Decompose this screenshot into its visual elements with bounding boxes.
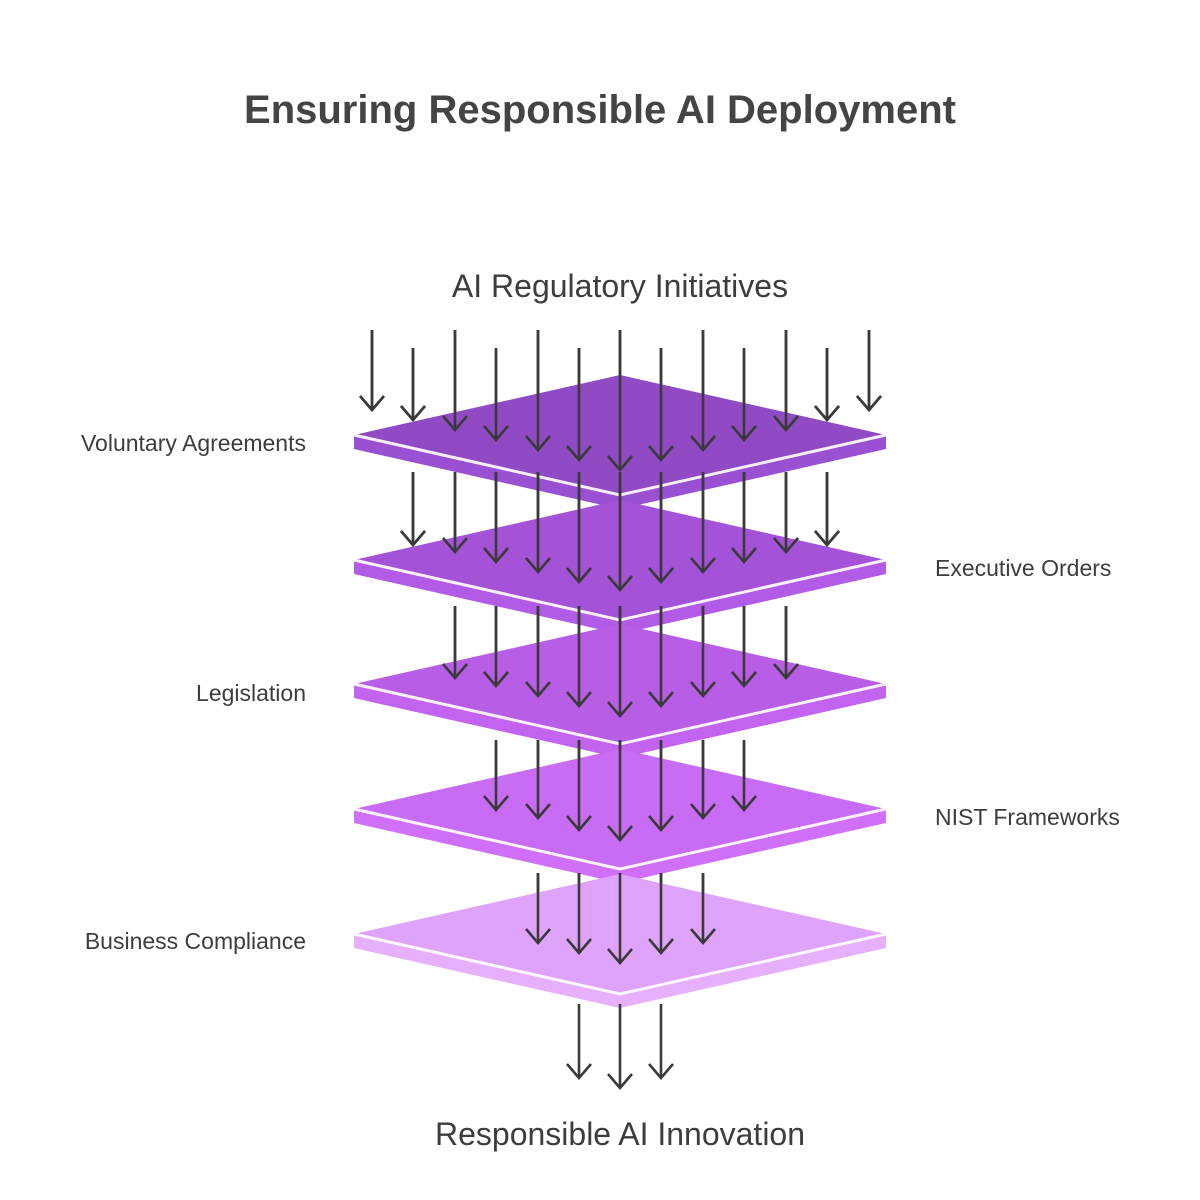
plate-side-left-business-compliance [354, 934, 620, 1008]
plate-side-right-nist-frameworks [620, 809, 886, 883]
arrow-over-4-0 [525, 873, 551, 945]
arrow-over-2-0 [442, 606, 468, 680]
arrow-over-0-8 [690, 330, 716, 452]
plate-side-right-business-compliance [620, 934, 886, 1008]
arrow-over-0-11 [814, 348, 840, 422]
arrow-over-0-2 [442, 330, 468, 432]
plate-side-left-executive-orders [354, 560, 620, 634]
arrow-over-0-9 [731, 348, 757, 442]
input-label: AI Regulatory Initiatives [451, 268, 789, 304]
arrow-over-4-3 [648, 873, 674, 955]
layer-label-business-compliance: Business Compliance [84, 928, 306, 954]
layer-label-executive-orders: Executive Orders [935, 555, 1112, 581]
arrow-over-1-1 [442, 472, 468, 554]
arrow-over-0-12 [856, 330, 882, 412]
plate-side-left-voluntary-agreements [354, 435, 620, 509]
arrow-over-1-3 [525, 472, 551, 574]
layer-label-nist-frameworks: NIST Frameworks [935, 804, 1120, 830]
arrow-over-0-6 [607, 330, 633, 472]
arrow-over-3-2 [566, 740, 592, 832]
arrow-over-1-6 [648, 472, 674, 584]
arrow-over-0-4 [525, 330, 551, 452]
plate-edge-nist-frameworks [353, 807, 887, 871]
arrow-over-2-5 [648, 606, 674, 708]
arrow-over-1-0 [400, 472, 426, 547]
plate-side-right-legislation [620, 684, 886, 758]
arrow-over-3-4 [648, 740, 674, 832]
arrow-over-0-7 [648, 348, 674, 462]
arrow-over-1-10 [814, 472, 840, 547]
arrow-5-1 [607, 1004, 633, 1090]
arrow-over-4-4 [690, 873, 716, 945]
arrow-over-3-6 [731, 740, 757, 812]
arrow-5-2 [648, 1004, 674, 1080]
arrow-over-0-10 [773, 330, 799, 432]
plate-side-right-voluntary-agreements [620, 435, 886, 509]
arrow-over-0-3 [483, 348, 509, 442]
output-label: Responsible AI Innovation [434, 1116, 806, 1152]
layer-label-legislation: Legislation [196, 680, 306, 706]
arrow-over-2-4 [607, 606, 633, 718]
arrow-over-2-8 [773, 606, 799, 680]
arrow-over-2-6 [690, 606, 716, 698]
arrow-over-0-0 [359, 330, 385, 412]
layer-label-voluntary-agreements: Voluntary Agreements [80, 430, 306, 456]
arrow-over-2-3 [566, 606, 592, 708]
arrow-over-1-5 [607, 472, 633, 592]
plate-side-right-executive-orders [620, 560, 886, 634]
arrow-over-1-9 [773, 472, 799, 554]
arrow-over-3-0 [483, 740, 509, 812]
arrow-over-3-1 [525, 740, 551, 820]
arrow-over-1-8 [731, 472, 757, 564]
plate-side-left-nist-frameworks [354, 809, 620, 883]
diagram-title: Ensuring Responsible AI Deployment [244, 88, 956, 132]
arrow-over-3-3 [607, 740, 633, 842]
arrow-5-0 [566, 1004, 592, 1080]
arrow-over-4-2 [607, 873, 633, 965]
arrow-over-2-7 [731, 606, 757, 688]
arrow-over-2-1 [483, 606, 509, 688]
arrow-over-2-2 [525, 606, 551, 698]
arrow-over-4-1 [566, 873, 592, 955]
arrow-over-1-7 [690, 472, 716, 574]
plate-side-left-legislation [354, 684, 620, 758]
plate-edge-business-compliance [353, 932, 887, 996]
arrow-over-3-5 [690, 740, 716, 820]
arrow-over-1-2 [483, 472, 509, 564]
arrow-over-1-4 [566, 472, 592, 584]
arrow-over-0-1 [400, 348, 426, 422]
arrow-over-0-5 [566, 348, 592, 462]
